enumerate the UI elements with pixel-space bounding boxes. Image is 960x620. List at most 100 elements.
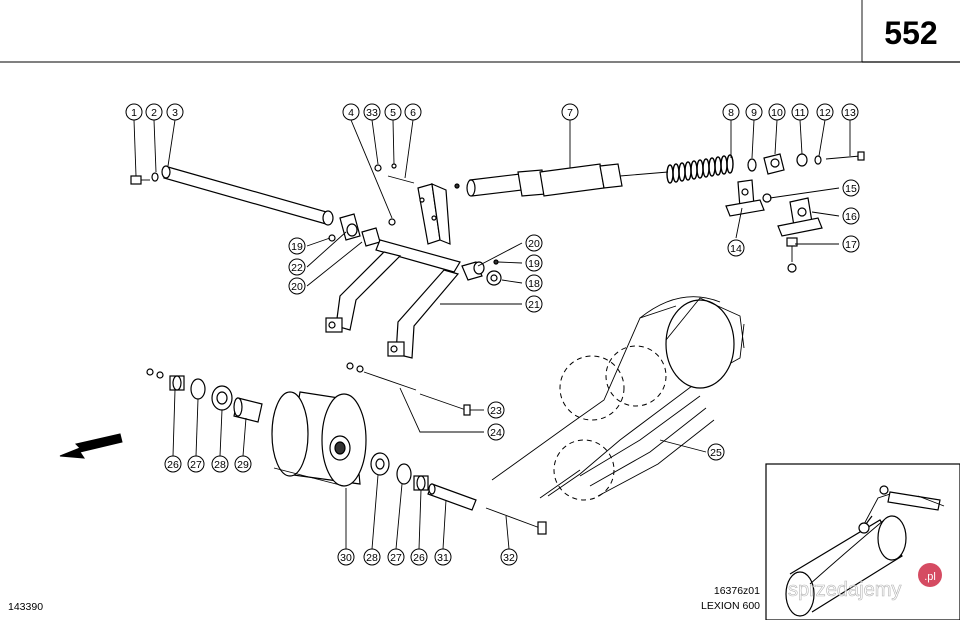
svg-text:15: 15 — [845, 183, 857, 195]
pin-part-4 — [388, 218, 396, 226]
svg-text:24: 24 — [490, 427, 502, 439]
callout-30: 30 — [337, 548, 355, 566]
rod-part-3 — [161, 165, 334, 226]
callout-32: 32 — [500, 548, 518, 566]
callout-13: 13 — [841, 103, 859, 121]
svg-text:30: 30 — [340, 552, 352, 564]
bolt-part-1 — [130, 175, 150, 185]
model-name: LEXION 600 — [701, 600, 760, 612]
callout-2: 2 — [145, 103, 163, 121]
svg-text:9: 9 — [751, 107, 757, 119]
sprzedajemy-watermark: sprzedajemy .pl — [788, 563, 942, 601]
callout-29: 29 — [234, 455, 252, 473]
svg-text:11: 11 — [795, 107, 806, 119]
watermark-suffix: .pl — [924, 571, 936, 583]
svg-text:12: 12 — [819, 107, 831, 119]
washer-part-9 — [747, 158, 757, 172]
pulley-outline-upper-2 — [605, 345, 667, 407]
bushing-parts-18-20 — [461, 259, 502, 286]
drawing-number: 16376z01 — [714, 585, 760, 597]
callout-24: 24 — [487, 423, 505, 441]
callout-5: 5 — [384, 103, 402, 121]
bracket-part-16 — [777, 197, 823, 237]
pulley-outline-upper — [559, 355, 625, 421]
bearing-part-10 — [763, 153, 785, 175]
bushing-part-26-right — [413, 475, 429, 491]
bushing-part-26-left — [169, 375, 185, 391]
callout-26-right: 26 — [410, 548, 428, 566]
svg-text:28: 28 — [214, 459, 226, 471]
callout-12: 12 — [816, 103, 834, 121]
callout-14: 14 — [727, 239, 745, 257]
callout-4: 4 — [342, 103, 360, 121]
callout-26-left: 26 — [164, 455, 182, 473]
tensioner-part-7 — [454, 163, 669, 197]
svg-text:29: 29 — [237, 459, 249, 471]
svg-text:10: 10 — [771, 107, 783, 119]
belt-part-25 — [491, 296, 745, 499]
doc-number: 143390 — [8, 601, 43, 613]
bracket-part-14 — [725, 179, 765, 217]
bolt-part-17 — [786, 237, 798, 273]
callout-27-left: 27 — [187, 455, 205, 473]
callout-9: 9 — [745, 103, 763, 121]
callout-28-right: 28 — [363, 548, 381, 566]
svg-text:26: 26 — [413, 552, 425, 564]
callout-21: 21 — [525, 295, 543, 313]
callout-11: 11 — [791, 103, 809, 121]
leader-lines — [133, 119, 851, 550]
svg-text:2: 2 — [151, 107, 157, 119]
callout-20-right: 20 — [525, 234, 543, 252]
header-frame — [0, 0, 863, 63]
circlip-part-27-right — [396, 463, 412, 485]
washer-part-2 — [151, 172, 159, 182]
direction-arrow-icon — [59, 433, 123, 459]
svg-text:28: 28 — [366, 552, 378, 564]
svg-text:20: 20 — [291, 281, 303, 293]
svg-text:21: 21 — [528, 299, 540, 311]
svg-text:18: 18 — [528, 278, 540, 290]
spring-part-8 — [666, 154, 734, 184]
watermark-text: sprzedajemy — [788, 579, 901, 601]
callout-16: 16 — [842, 207, 860, 225]
svg-text:1: 1 — [131, 107, 137, 119]
pin-part-23 — [363, 371, 471, 416]
callout-18: 18 — [525, 274, 543, 292]
callout-7: 7 — [561, 103, 579, 121]
callout-15: 15 — [842, 179, 860, 197]
washer-part-23a — [346, 362, 354, 370]
callout-1: 1 — [125, 103, 143, 121]
svg-text:16: 16 — [845, 211, 857, 223]
svg-text:17: 17 — [845, 239, 857, 251]
washer-part-15 — [762, 193, 772, 203]
roller-part-30 — [271, 391, 367, 487]
svg-text:32: 32 — [503, 552, 515, 564]
pin-part-5 — [391, 163, 397, 169]
callout-25: 25 — [707, 443, 725, 461]
callouts: 1 2 3 4 33 5 6 7 8 9 10 11 12 13 15 16 1… — [125, 103, 860, 566]
callout-23: 23 — [487, 401, 505, 419]
callout-28-left: 28 — [211, 455, 229, 473]
svg-text:14: 14 — [730, 243, 742, 255]
callout-6: 6 — [404, 103, 422, 121]
svg-text:4: 4 — [348, 107, 354, 119]
callout-33: 33 — [363, 103, 381, 121]
svg-text:25: 25 — [710, 447, 722, 459]
watermark-badge-icon — [918, 563, 942, 587]
svg-text:33: 33 — [366, 107, 378, 119]
pivot-frame-part-21 — [325, 183, 461, 359]
callout-3: 3 — [166, 103, 184, 121]
washer-part-12 — [814, 155, 822, 165]
spacer-part-31 — [427, 483, 477, 511]
callout-22: 22 — [288, 258, 306, 276]
callout-19-left: 19 — [288, 237, 306, 255]
pin-part-6 — [387, 175, 415, 184]
bolt-part-32 — [485, 507, 547, 535]
callout-31: 31 — [434, 548, 452, 566]
svg-text:23: 23 — [490, 405, 502, 417]
svg-text:7: 7 — [567, 107, 573, 119]
nut-part-23b — [356, 365, 364, 373]
svg-text:8: 8 — [728, 107, 734, 119]
bolt-part-13 — [825, 151, 865, 161]
